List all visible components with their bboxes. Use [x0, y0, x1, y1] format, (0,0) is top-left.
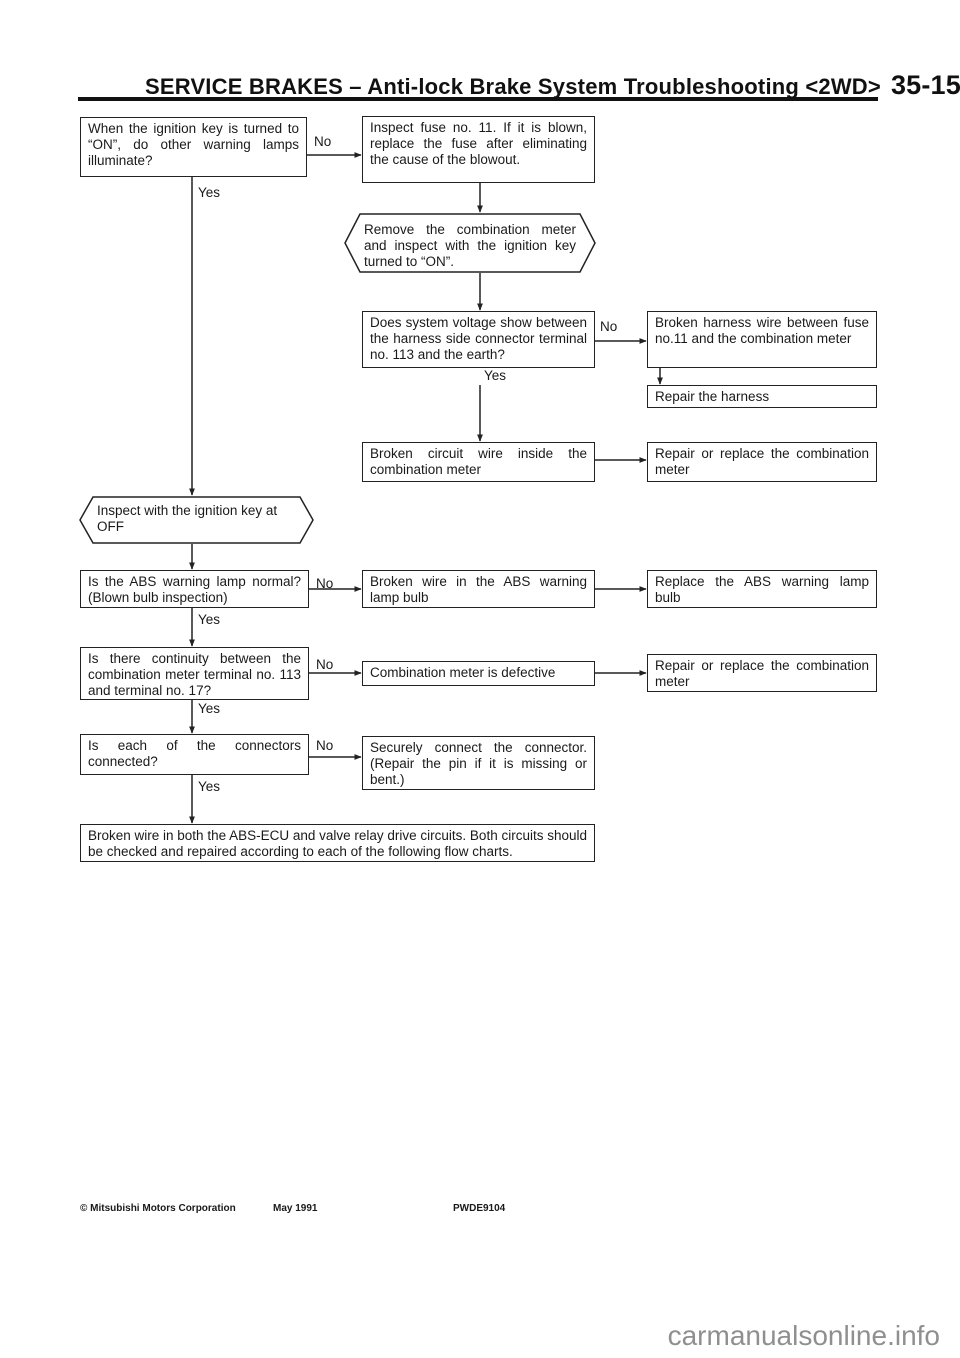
- action-connect-connector-text: Securely connect the connector. (Repair …: [370, 740, 587, 787]
- label-no-2: No: [600, 319, 618, 334]
- result-broken-circuit-meter-text: Broken circuit wire inside the combinati…: [370, 446, 587, 477]
- result-broken-wire-bulb-text: Broken wire in the ABS warning lamp bulb: [370, 574, 587, 605]
- action-inspect-key-off-text: Inspect with the ignition key at OFF: [97, 503, 278, 534]
- action-inspect-fuse-text: Inspect fuse no. 11. If it is blown, rep…: [370, 120, 587, 167]
- label-yes-5: Yes: [198, 779, 221, 794]
- action-replace-bulb: Replace the ABS warning lamp bulb: [647, 570, 877, 608]
- question-continuity-text: Is there continuity between the combinat…: [88, 651, 301, 698]
- question-continuity: Is there continuity between the combinat…: [80, 647, 309, 700]
- label-no-4: No: [316, 657, 334, 672]
- label-yes-3: Yes: [198, 612, 221, 627]
- action-repair-harness: Repair the harness: [647, 385, 877, 408]
- action-repair-harness-text: Repair the harness: [655, 389, 770, 404]
- hexagon-remove-meter: [344, 213, 596, 273]
- header-rule: [78, 97, 878, 101]
- question-system-voltage-text: Does system voltage show between the har…: [370, 315, 587, 362]
- result-broken-harness: Broken harness wire between fuse no.11 a…: [647, 311, 877, 368]
- label-no-1: No: [314, 134, 332, 149]
- hexagon-inspect-key-off: [79, 496, 314, 544]
- result-meter-defective-text: Combination meter is defective: [370, 665, 556, 680]
- footer-date: May 1991: [273, 1203, 318, 1214]
- result-broken-harness-text: Broken harness wire between fuse no.11 a…: [655, 315, 869, 346]
- action-remove-combination-meter-text: Remove the combination meter and inspect…: [364, 222, 576, 269]
- result-final-text: Broken wire in both the ABS-ECU and valv…: [88, 828, 587, 859]
- question-connectors-text: Is each of the connectors connected?: [88, 738, 301, 769]
- action-inspect-fuse: Inspect fuse no. 11. If it is blown, rep…: [362, 116, 595, 183]
- action-repair-replace-meter-1-text: Repair or replace the combination meter: [655, 446, 869, 477]
- question-abs-lamp-normal: Is the ABS warning lamp normal? (Blown b…: [80, 570, 309, 608]
- action-replace-bulb-text: Replace the ABS warning lamp bulb: [655, 574, 869, 605]
- question-connectors: Is each of the connectors connected?: [80, 734, 309, 775]
- label-yes-4: Yes: [198, 701, 221, 716]
- watermark-text: carmanualsonline.info: [667, 1320, 940, 1351]
- result-broken-circuit-meter: Broken circuit wire inside the combinati…: [362, 442, 595, 482]
- page-header: SERVICE BRAKES – Anti-lock Brake System …: [145, 70, 960, 101]
- question-ignition-warning-lamps-text: When the ignition key is turned to “ON”,…: [88, 121, 299, 168]
- label-no-5: No: [316, 738, 334, 753]
- footer-code: PWDE9104: [453, 1203, 506, 1214]
- label-yes-1: Yes: [198, 185, 221, 200]
- action-repair-replace-meter-2: Repair or replace the combination meter: [647, 654, 877, 692]
- question-abs-lamp-normal-text: Is the ABS warning lamp normal? (Blown b…: [88, 574, 301, 605]
- page-title: SERVICE BRAKES – Anti-lock Brake System …: [145, 74, 881, 99]
- action-repair-replace-meter-1: Repair or replace the combination meter: [647, 442, 877, 482]
- action-inspect-key-off: Inspect with the ignition key at OFF: [93, 500, 300, 540]
- action-remove-combination-meter: Remove the combination meter and inspect…: [360, 216, 580, 270]
- label-yes-2: Yes: [484, 368, 507, 383]
- footer-copyright: © Mitsubishi Motors Corporation: [80, 1203, 236, 1214]
- action-repair-replace-meter-2-text: Repair or replace the combination meter: [655, 658, 869, 689]
- result-final: Broken wire in both the ABS-ECU and valv…: [80, 824, 595, 862]
- result-meter-defective: Combination meter is defective: [362, 661, 595, 686]
- label-no-3: No: [316, 576, 334, 591]
- action-connect-connector: Securely connect the connector. (Repair …: [362, 736, 595, 790]
- result-broken-wire-bulb: Broken wire in the ABS warning lamp bulb: [362, 570, 595, 608]
- page-number: 35-15: [890, 70, 960, 100]
- question-ignition-warning-lamps: When the ignition key is turned to “ON”,…: [80, 117, 307, 177]
- question-system-voltage: Does system voltage show between the har…: [362, 311, 595, 368]
